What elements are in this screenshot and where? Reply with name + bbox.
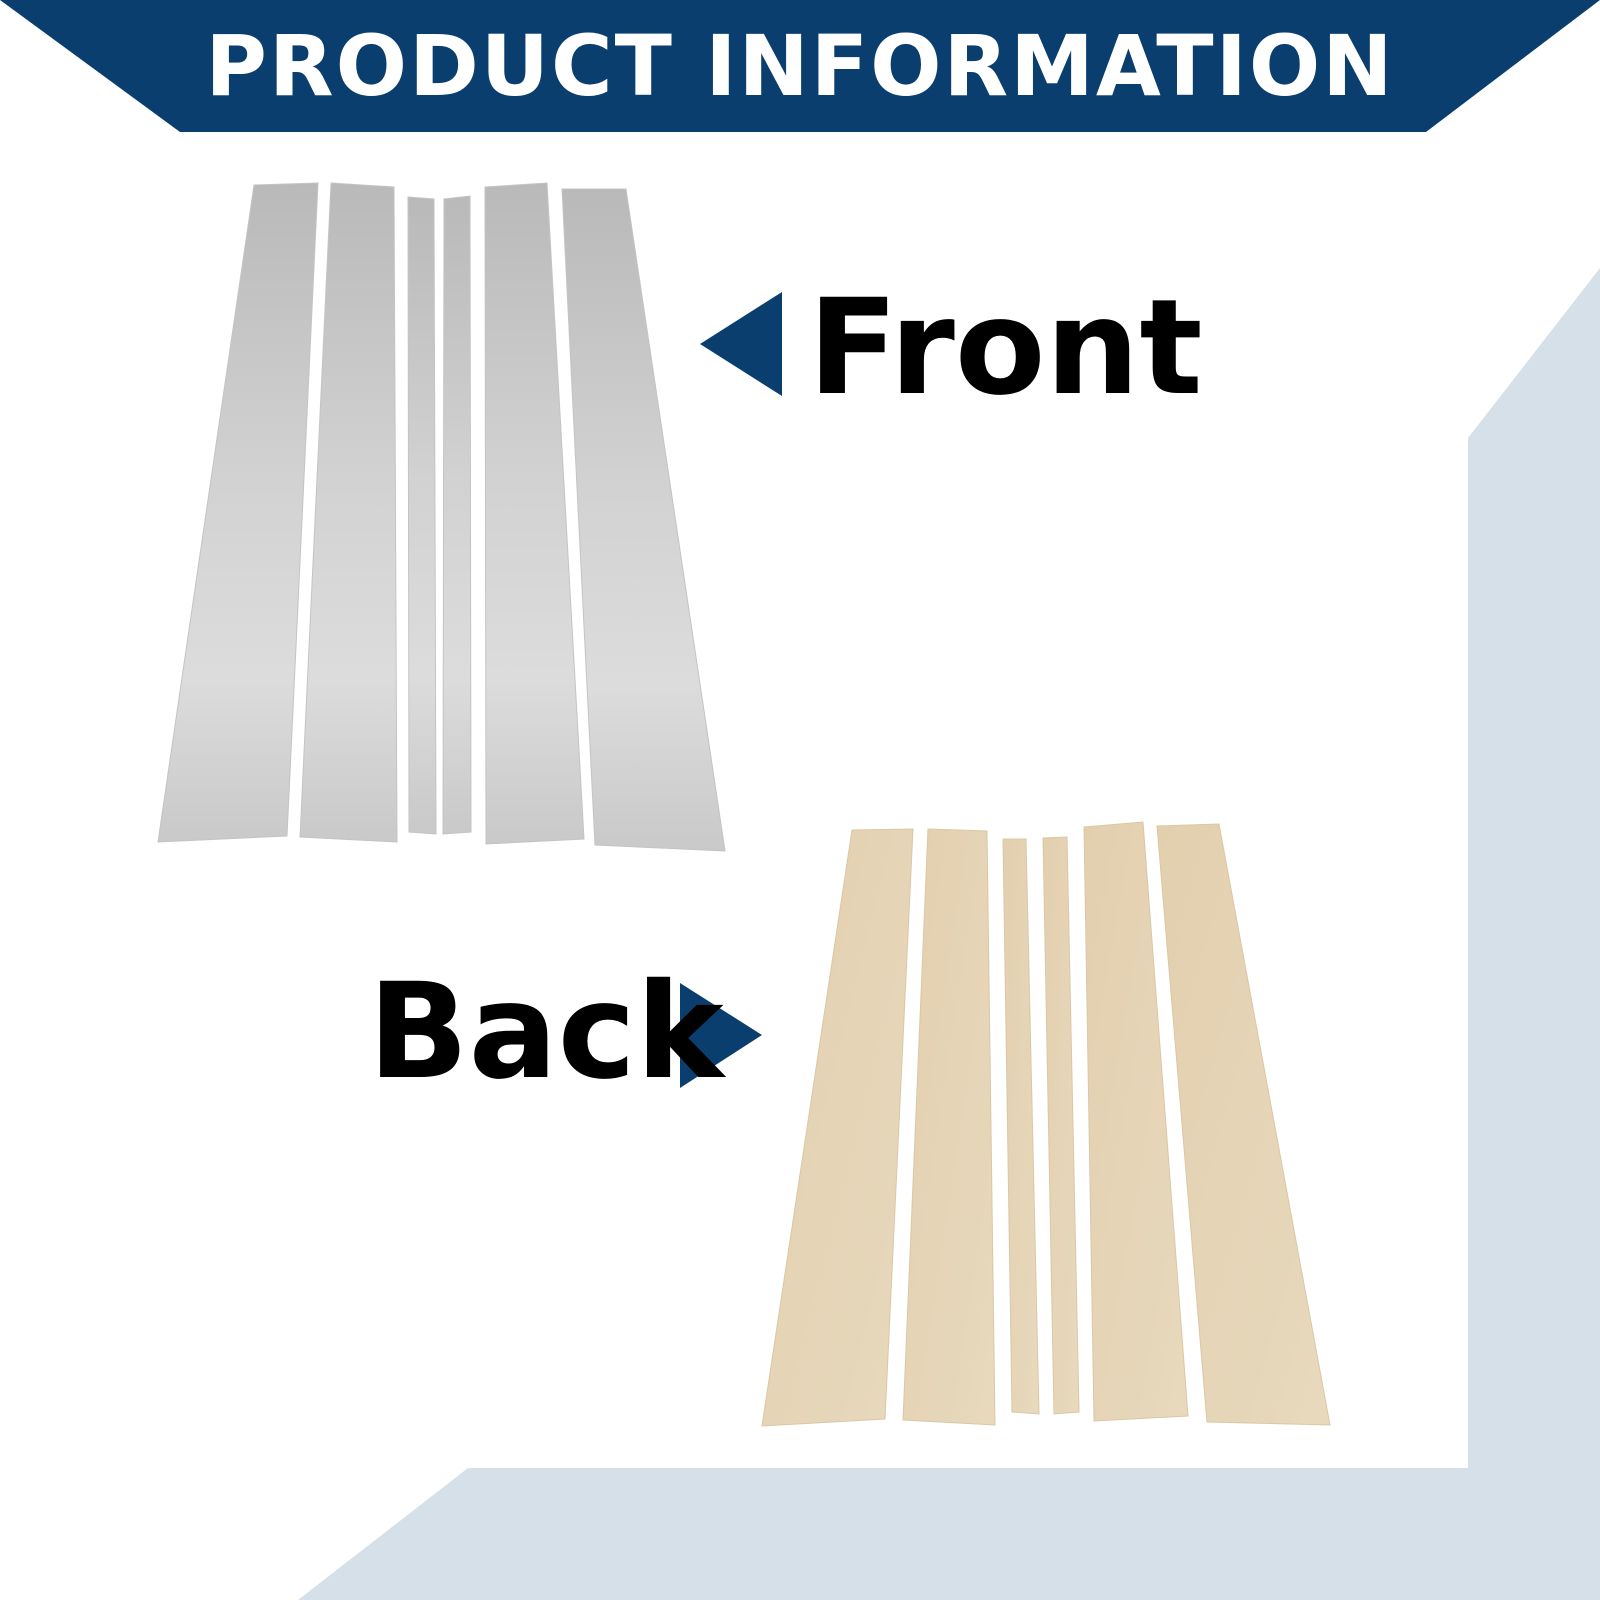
decorative-frame-right: [1468, 268, 1600, 1600]
front-label: Front: [808, 271, 1203, 425]
back-pillar-panel: [1002, 838, 1040, 1415]
front-pillar-panel: [157, 182, 319, 843]
front-panel-group: [157, 182, 726, 852]
back-pillar-panel: [902, 828, 996, 1426]
back-pillar-panel: [1156, 823, 1331, 1426]
back-pillar-panel: [1042, 836, 1080, 1415]
front-pillar-panel: [561, 188, 726, 852]
front-pillar-panel: [299, 182, 398, 843]
back-pillar-panel: [1083, 821, 1189, 1422]
banner-title: PRODUCT INFORMATION: [205, 17, 1395, 115]
front-pillar-panel: [442, 195, 472, 835]
decorative-frame-bottom: [298, 1468, 1600, 1600]
front-pillar-panel: [484, 182, 585, 845]
front-pillar-panel: [407, 196, 437, 835]
triangle-right-icon: [680, 983, 762, 1088]
header-banner: [0, 0, 1600, 132]
triangle-left-icon: [700, 292, 782, 396]
back-pillar-panel: [761, 828, 914, 1427]
back-label: Back: [368, 955, 724, 1109]
back-panel-group: [761, 821, 1331, 1427]
